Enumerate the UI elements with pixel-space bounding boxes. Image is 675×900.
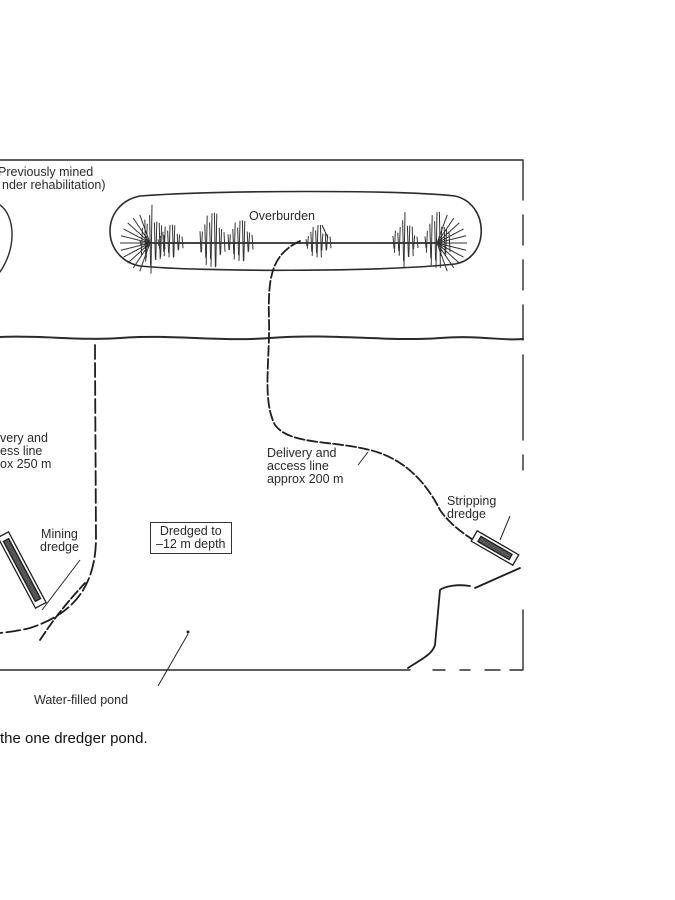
delivery-line-right — [266, 240, 501, 556]
leader-water-pond — [157, 633, 189, 687]
label-previously-mined: Previously mined nder rehabilitation) — [0, 165, 106, 192]
pond-edge-line — [0, 335, 524, 341]
label-dredged-to: Dredged to –12 m depth — [150, 522, 232, 554]
stripping-dredge-guide — [474, 567, 521, 589]
site-boundary — [0, 159, 524, 671]
pond-marker-dot — [186, 630, 190, 634]
stripping-dredge-symbol — [470, 529, 520, 567]
mining-dredge-symbol — [0, 530, 47, 610]
previously-mined-mound — [0, 204, 13, 273]
label-delivery-left: very and ess line ox 250 m — [0, 431, 52, 471]
right-pond-boundary — [407, 584, 471, 669]
label-delivery-right: Delivery and access line approx 200 m — [265, 446, 346, 486]
delivery-line-left — [39, 582, 86, 641]
leader-stripping — [499, 515, 511, 541]
overburden-hatching — [120, 204, 467, 274]
label-overburden: Overburden — [247, 209, 318, 223]
label-mining-dredge: Mining dredge — [40, 527, 79, 554]
overburden-stockpile — [109, 190, 483, 272]
label-previously-mined-l1: Previously mined — [0, 165, 94, 179]
leader-overburden — [321, 224, 329, 239]
leader-mining-dredge — [41, 559, 81, 611]
figure-caption: the one dredger pond. — [0, 730, 148, 747]
left-pond-boundary — [0, 344, 97, 634]
leader-delivery-right — [357, 451, 369, 466]
label-water-filled-pond: Water-filled pond — [34, 693, 129, 707]
label-previously-mined-l2: nder rehabilitation) — [2, 178, 106, 192]
label-stripping-dredge: Stripping dredge — [447, 494, 497, 521]
